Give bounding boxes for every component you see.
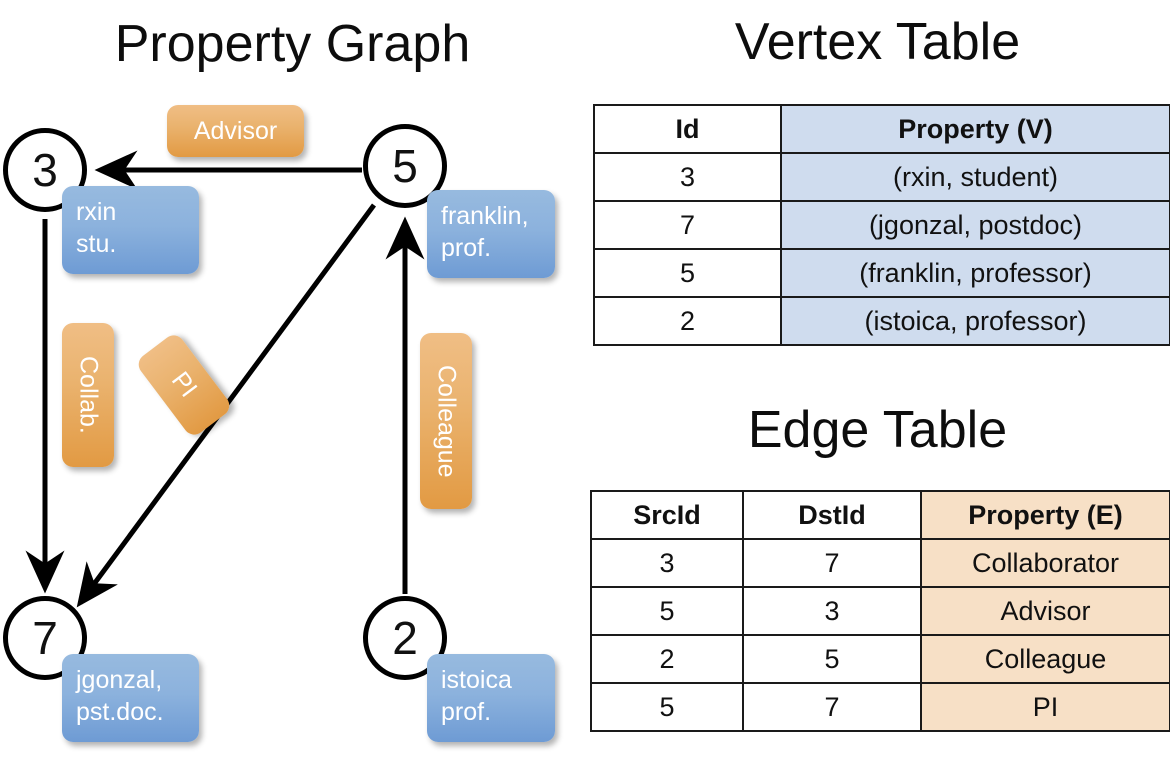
- vertex-cell-property: (franklin, professor): [780, 248, 1170, 298]
- node-label-rxin-line1: rxin: [76, 198, 117, 226]
- table-row: 5 3 Advisor: [590, 586, 1170, 636]
- node-label-jgonzal-line2: pst.doc.: [76, 698, 164, 726]
- vertex-cell-id: 3: [593, 152, 782, 202]
- edge-cell-srcid: 3: [590, 538, 744, 588]
- table-row: 2 5 Colleague: [590, 634, 1170, 684]
- edge-cell-srcid: 5: [590, 586, 744, 636]
- node-label-istoica: istoica prof.: [427, 654, 555, 742]
- edge-cell-dstid: 7: [742, 538, 922, 588]
- property-graph-diagram: 3 5 7 2 rxin stu. franklin, prof. jgonza…: [3, 105, 555, 742]
- edge-cell-dstid: 5: [742, 634, 922, 684]
- page-title-edge-table: Edge Table: [747, 401, 1008, 459]
- edge-label-colleague: Colleague: [420, 333, 472, 509]
- edge-cell-srcid: 5: [590, 682, 744, 732]
- node-label-franklin-line2: prof.: [441, 234, 492, 262]
- node-label-istoica-line1: istoica: [441, 666, 512, 694]
- edge-table: SrcId DstId Property (E) 3 7 Collaborato…: [590, 490, 1170, 732]
- graph-node-2[interactable]: 2: [363, 596, 447, 680]
- table-row: 5 7 PI: [590, 682, 1170, 732]
- vertex-cell-property: (istoica, professor): [780, 296, 1170, 346]
- edge-table-header-row: SrcId DstId Property (E): [590, 490, 1170, 540]
- node-label-rxin-line2: stu.: [76, 230, 117, 258]
- vertex-cell-property: (rxin, student): [780, 152, 1170, 202]
- table-row: 2 (istoica, professor): [593, 296, 1170, 346]
- edge-cell-dstid: 7: [742, 682, 922, 732]
- edge-cell-dstid: 3: [742, 586, 922, 636]
- table-row: 5 (franklin, professor): [593, 248, 1170, 298]
- vertex-cell-id: 5: [593, 248, 782, 298]
- edge-label-advisor: Advisor: [167, 105, 304, 157]
- table-row: 3 7 Collaborator: [590, 538, 1170, 588]
- vertex-cell-id: 2: [593, 296, 782, 346]
- node-label-jgonzal: jgonzal, pst.doc.: [62, 654, 199, 742]
- table-row: 7 (jgonzal, postdoc): [593, 200, 1170, 250]
- edge-table-header-dstid: DstId: [742, 490, 922, 540]
- edge-table-header-srcid: SrcId: [590, 490, 744, 540]
- vertex-table: Id Property (V) 3 (rxin, student) 7 (jgo…: [593, 104, 1170, 346]
- vertex-cell-id: 7: [593, 200, 782, 250]
- vertex-table-header-property: Property (V): [780, 104, 1170, 154]
- vertex-table-header-id: Id: [593, 104, 782, 154]
- edge-cell-property: Collaborator: [920, 538, 1170, 588]
- edge-table-header-property: Property (E): [920, 490, 1170, 540]
- node-label-jgonzal-line1: jgonzal,: [76, 666, 163, 694]
- vertex-table-header-row: Id Property (V): [593, 104, 1170, 154]
- edge-cell-srcid: 2: [590, 634, 744, 684]
- page-title-property-graph: Property Graph: [114, 15, 471, 73]
- graph-node-5[interactable]: 5: [363, 124, 447, 208]
- node-label-rxin: rxin stu.: [62, 186, 199, 274]
- node-label-franklin: franklin, prof.: [427, 190, 555, 278]
- edge-cell-property: PI: [920, 682, 1170, 732]
- table-row: 3 (rxin, student): [593, 152, 1170, 202]
- edge-cell-property: Colleague: [920, 634, 1170, 684]
- node-label-istoica-line2: prof.: [441, 698, 492, 726]
- edge-cell-property: Advisor: [920, 586, 1170, 636]
- node-label-franklin-line1: franklin,: [441, 202, 529, 230]
- vertex-cell-property: (jgonzal, postdoc): [780, 200, 1170, 250]
- edge-label-collab: Collab.: [62, 323, 114, 467]
- page-title-vertex-table: Vertex Table: [734, 13, 1021, 71]
